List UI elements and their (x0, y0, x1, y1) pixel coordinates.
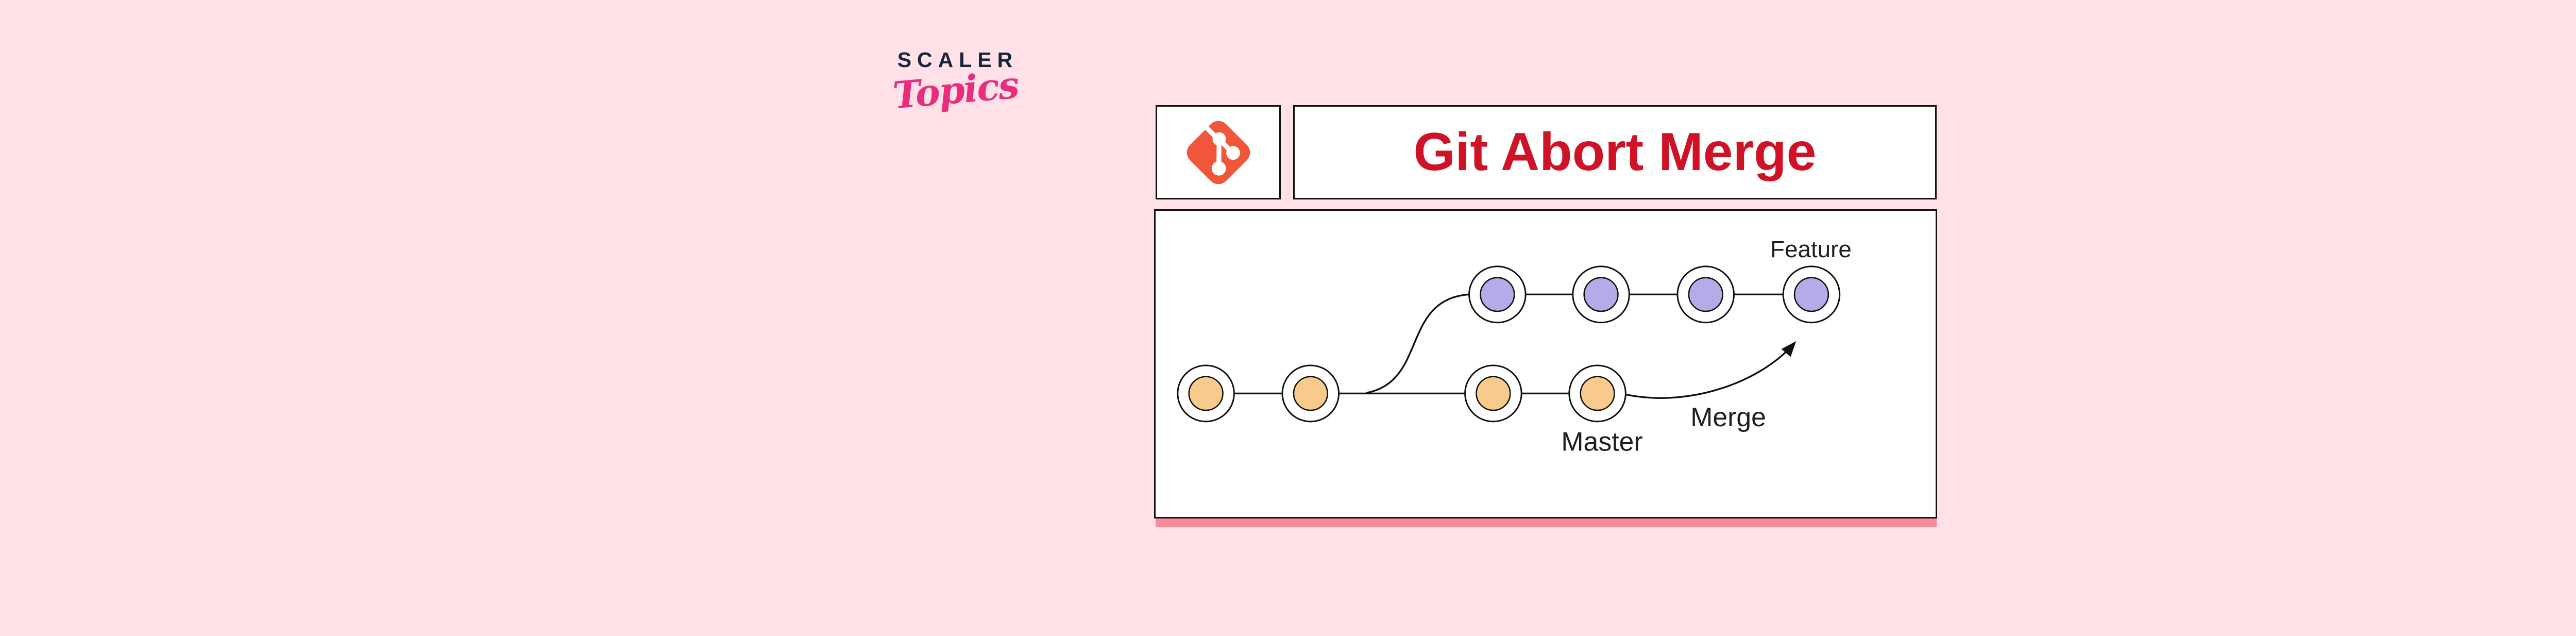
merge-arrow (1625, 341, 1797, 399)
diagram-nodes (1177, 265, 1841, 423)
diagram-label-merge: Merge (1690, 402, 1766, 432)
logo-sub-text: Topics (891, 62, 1020, 118)
commit-node-inner-master (1293, 376, 1328, 411)
diagram-edges (1206, 293, 1811, 399)
commit-node-inner-feature (1583, 277, 1619, 312)
logo-brand-text: SCALER (897, 48, 1019, 72)
git-logo-icon (1187, 121, 1250, 184)
scaler-topics-logo: SCALER Topics (876, 48, 1036, 118)
diagram-label-master: Master (1561, 426, 1642, 456)
page-title: Git Abort Merge (1413, 122, 1817, 182)
commit-node-inner-master (1580, 376, 1615, 411)
git-logo-box (1156, 105, 1281, 199)
git-glyph-nodes (1211, 132, 1240, 176)
branch-split-curve (1366, 293, 1469, 394)
commit-node-inner-feature (1480, 277, 1515, 312)
commit-node-inner-master (1476, 376, 1511, 411)
commit-node-inner-feature (1793, 277, 1829, 312)
commit-node-inner-feature (1688, 277, 1723, 312)
diagram-panel-shadow (1156, 517, 1937, 527)
title-banner: Git Abort Merge (1293, 105, 1937, 199)
diagram-label-feature: Feature (1770, 236, 1852, 262)
commit-node-inner-master (1188, 376, 1224, 411)
